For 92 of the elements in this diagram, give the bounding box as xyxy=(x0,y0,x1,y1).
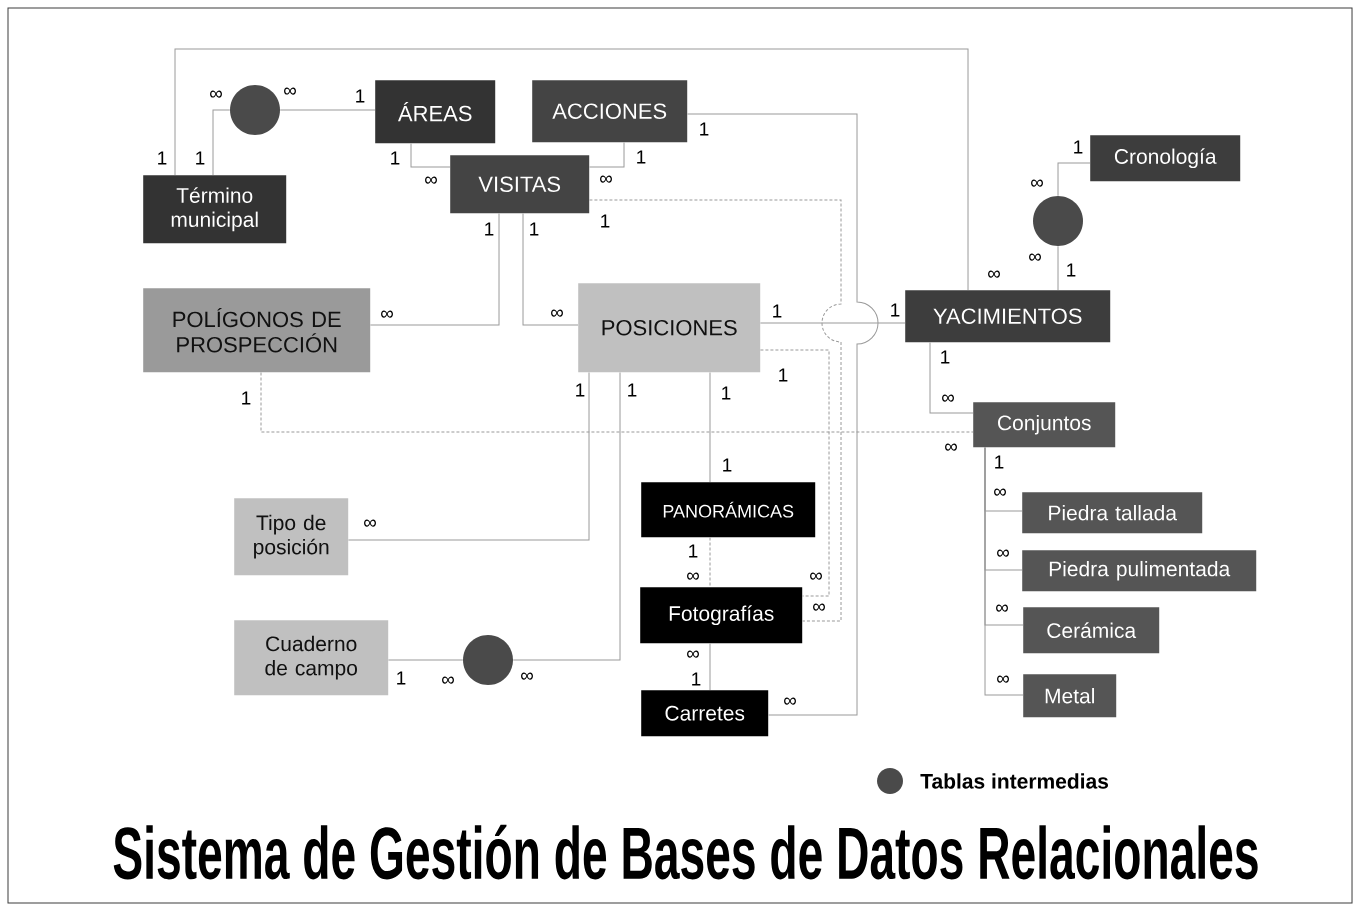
connector-line xyxy=(174,48,969,291)
cardinality-label: 1 xyxy=(689,544,698,558)
cardinality-label: 1 xyxy=(356,89,365,103)
table-box: POSICIONES xyxy=(578,283,761,373)
table-box: YACIMIENTOS xyxy=(905,290,1111,343)
connector-line xyxy=(984,446,1024,696)
cardinality-label: 1 xyxy=(779,368,788,382)
cardinality-label: 1 xyxy=(692,672,701,686)
connector-line xyxy=(709,371,711,483)
cardinality-label: ∞ xyxy=(945,443,957,451)
connector-line xyxy=(387,659,464,661)
table-box: Metal xyxy=(1023,674,1117,718)
cardinality-label: 1 xyxy=(723,458,732,472)
cardinality-label: 1 xyxy=(1074,140,1083,154)
connector-line xyxy=(212,109,231,176)
cardinality-label: 1 xyxy=(530,222,539,236)
cardinality-label: 1 xyxy=(773,304,782,318)
junction-circle xyxy=(463,635,513,685)
cardinality-label: ∞ xyxy=(381,310,393,318)
cardinality-label: ∞ xyxy=(210,90,222,98)
table-box: Término municipal xyxy=(143,175,287,244)
cardinality-label: 1 xyxy=(700,122,709,136)
cardinality-label: 1 xyxy=(995,455,1004,469)
cardinality-label: ∞ xyxy=(813,603,825,611)
cardinality-label: 1 xyxy=(576,383,585,397)
cardinality-label: 1 xyxy=(196,151,205,165)
connector-line xyxy=(347,371,590,541)
cardinality-label: 1 xyxy=(158,151,167,165)
cardinality-label: 1 xyxy=(891,303,900,317)
cardinality-label: 1 xyxy=(628,383,637,397)
table-box: PANORÁMICAS xyxy=(641,482,816,538)
table-box: Tipo de posición xyxy=(234,498,349,576)
cardinality-label: ∞ xyxy=(994,488,1006,496)
cardinality-label: ∞ xyxy=(810,572,822,580)
table-box: Cerámica xyxy=(1023,607,1160,654)
cardinality-label: ∞ xyxy=(942,394,954,402)
cardinality-label: ∞ xyxy=(425,176,437,184)
cardinality-label: 1 xyxy=(391,151,400,165)
connector-line xyxy=(260,371,974,433)
cardinality-label: 1 xyxy=(941,350,950,364)
cardinality-label: 1 xyxy=(397,671,406,685)
connector-line xyxy=(1057,162,1091,197)
connector-line xyxy=(512,371,621,661)
table-box: Conjuntos xyxy=(973,402,1116,448)
table-box: ÁREAS xyxy=(375,80,496,144)
cardinality-label: 1 xyxy=(485,222,494,236)
cardinality-label: 1 xyxy=(1067,263,1076,277)
cardinality-label: ∞ xyxy=(284,87,296,95)
table-box: Cronología xyxy=(1090,135,1241,182)
cardinality-label: 1 xyxy=(722,386,731,400)
connector-line xyxy=(709,536,711,588)
cardinality-label: ∞ xyxy=(364,519,376,527)
connector-line xyxy=(279,109,376,111)
connector-line xyxy=(759,349,830,597)
cardinality-label: ∞ xyxy=(997,549,1009,557)
cardinality-label: ∞ xyxy=(1031,179,1043,187)
cardinality-label: ∞ xyxy=(996,604,1008,612)
connector-line xyxy=(929,341,974,414)
cardinality-label: ∞ xyxy=(551,309,563,317)
title: Sistema de Gestión de Bases de Datos Relacionales xyxy=(113,824,1258,880)
table-box: POLÍGONOS DE PROSPECCIÓN xyxy=(143,288,371,373)
cardinality-label: ∞ xyxy=(997,675,1009,683)
cardinality-label: ∞ xyxy=(600,175,612,183)
connector-line xyxy=(522,212,579,326)
cardinality-label: ∞ xyxy=(1029,253,1041,261)
connector-line xyxy=(686,113,879,716)
table-box: Carretes xyxy=(641,690,769,737)
cardinality-label: ∞ xyxy=(988,270,1000,278)
table-box: Fotografías xyxy=(640,587,803,644)
connector-line xyxy=(759,322,906,324)
cardinality-label: ∞ xyxy=(521,672,533,680)
cardinality-label: 1 xyxy=(242,391,251,405)
cardinality-label: ∞ xyxy=(687,572,699,580)
junction-circle xyxy=(230,85,280,135)
table-box: VISITAS xyxy=(450,155,590,214)
connector-line xyxy=(709,642,711,691)
connector-line xyxy=(588,141,625,168)
cardinality-label: ∞ xyxy=(442,676,454,684)
table-box: Cuaderno de campo xyxy=(234,620,389,696)
table-box: Piedra tallada xyxy=(1022,492,1203,534)
table-box: Piedra pulimentada xyxy=(1022,550,1257,592)
junction-circle xyxy=(1033,196,1083,246)
cardinality-label: ∞ xyxy=(784,697,796,705)
legend-text: Tablas intermedias xyxy=(920,773,1108,789)
table-box: ACCIONES xyxy=(532,80,688,143)
connector-line xyxy=(410,142,451,168)
cardinality-label: 1 xyxy=(601,214,610,228)
connector-line xyxy=(1057,245,1059,291)
cardinality-label: 1 xyxy=(637,150,646,164)
connector-line xyxy=(588,199,842,622)
connector-line xyxy=(369,212,500,326)
cardinality-label: ∞ xyxy=(687,650,699,658)
